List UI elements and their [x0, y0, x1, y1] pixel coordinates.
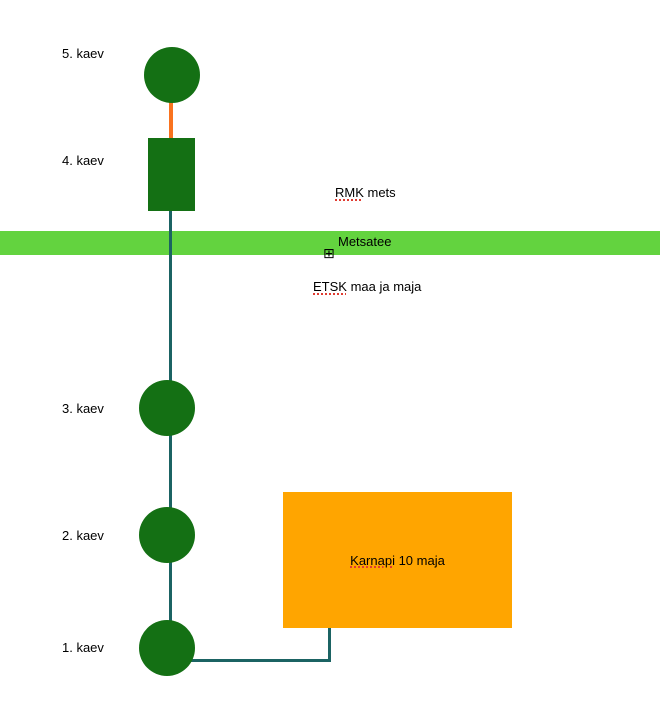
well-4-label: 4. kaev [62, 153, 104, 168]
well-1-label: 1. kaev [62, 640, 104, 655]
well-1-circle [139, 620, 195, 676]
pipe-horizontal [169, 659, 331, 662]
rmk-rest: mets [363, 185, 396, 200]
building-label-rest: 10 maja [394, 552, 445, 568]
well-4-rect [148, 138, 195, 211]
etsk-word: ETSK [313, 279, 347, 294]
road-label: Metsatee [338, 234, 392, 249]
rmk-word: RMK [335, 185, 364, 200]
etsk-label: ETSK maa ja maja [313, 279, 421, 294]
pipe-to-building [328, 628, 331, 662]
connector-orange [169, 98, 173, 140]
rmk-mets-label: RMK mets [335, 185, 396, 200]
well-5-label: 5. kaev [62, 46, 104, 61]
road-band [0, 231, 660, 255]
well-3-circle [139, 380, 195, 436]
well-5-circle [144, 47, 200, 103]
well-2-label: 2. kaev [62, 528, 104, 543]
building-label: Karnapi 10 maja [350, 553, 445, 568]
well-2-circle [139, 507, 195, 563]
etsk-rest: maa ja maja [346, 279, 422, 294]
building-rect: Karnapi 10 maja [283, 492, 512, 628]
crosshair-icon: ⊞ [323, 245, 335, 261]
well-3-label: 3. kaev [62, 401, 104, 416]
building-label-word: Karnapi [350, 552, 395, 568]
